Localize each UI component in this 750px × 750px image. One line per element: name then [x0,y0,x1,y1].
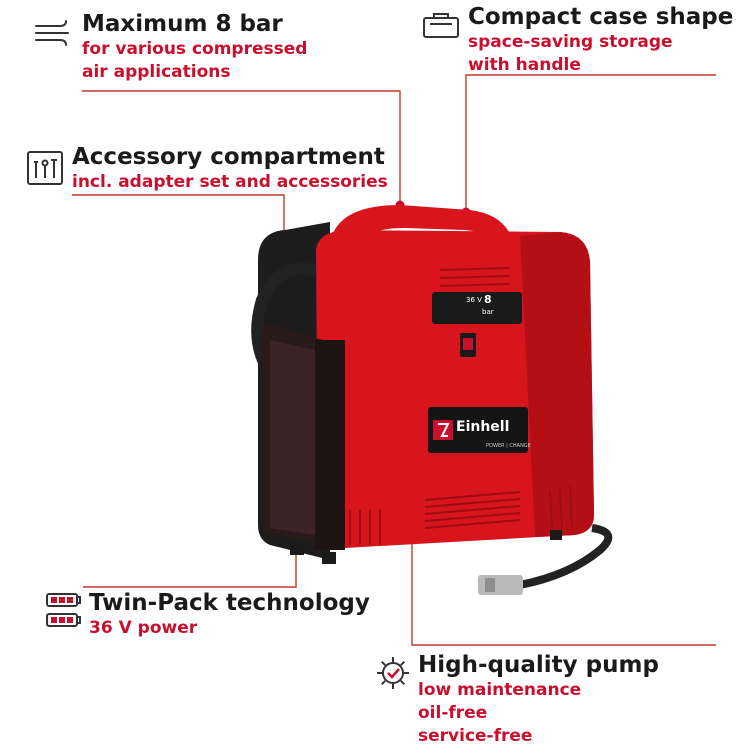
feature-accessory: Accessory compartment incl. adapter set … [72,144,388,194]
feature-case-line-1: space-saving storage [468,32,673,52]
feature-pump: High-quality pump low maintenance oil-fr… [418,652,659,748]
accessory-set-icon [26,150,64,190]
feature-pump-line-3: service-free [418,726,533,746]
feature-battery-line-1: 36 V power [89,618,198,638]
gear-check-icon [374,654,412,696]
leader-line-pressure [82,90,401,205]
feature-pump-line-2: oil-free [418,703,488,723]
feature-case-title: Compact case shape [468,4,734,30]
feature-accessory-title: Accessory compartment [72,144,385,170]
air-flow-icon [34,18,74,52]
panel-bar-unit: bar [482,308,494,316]
leader-line-case [465,74,716,212]
feature-case: Compact case shape space-saving storage … [468,4,733,77]
panel-bar-value: 8 [484,293,492,306]
feature-pressure-title: Maximum 8 bar [82,11,283,37]
panel-voltage: 36 V [466,296,482,304]
feature-pump-title: High-quality pump [418,652,659,678]
feature-pump-line-1: low maintenance [418,680,582,700]
feature-accessory-line-1: incl. adapter set and accessories [72,172,388,192]
feature-pressure: Maximum 8 bar for various compressed air… [82,11,307,84]
feature-case-line-2: with handle [468,55,581,75]
feature-pressure-line-1: for various compressed [82,39,308,59]
leader-line-pump [411,513,716,646]
feature-battery-title: Twin-Pack technology [89,590,370,616]
brand-logo-text: Einhell [456,419,510,435]
feature-pressure-line-2: air applications [82,62,231,82]
panel-label: POWER | CHANGE [486,443,531,449]
battery-icon [44,590,84,634]
feature-battery: Twin-Pack technology 36 V power [89,590,370,640]
case-icon [421,10,461,44]
